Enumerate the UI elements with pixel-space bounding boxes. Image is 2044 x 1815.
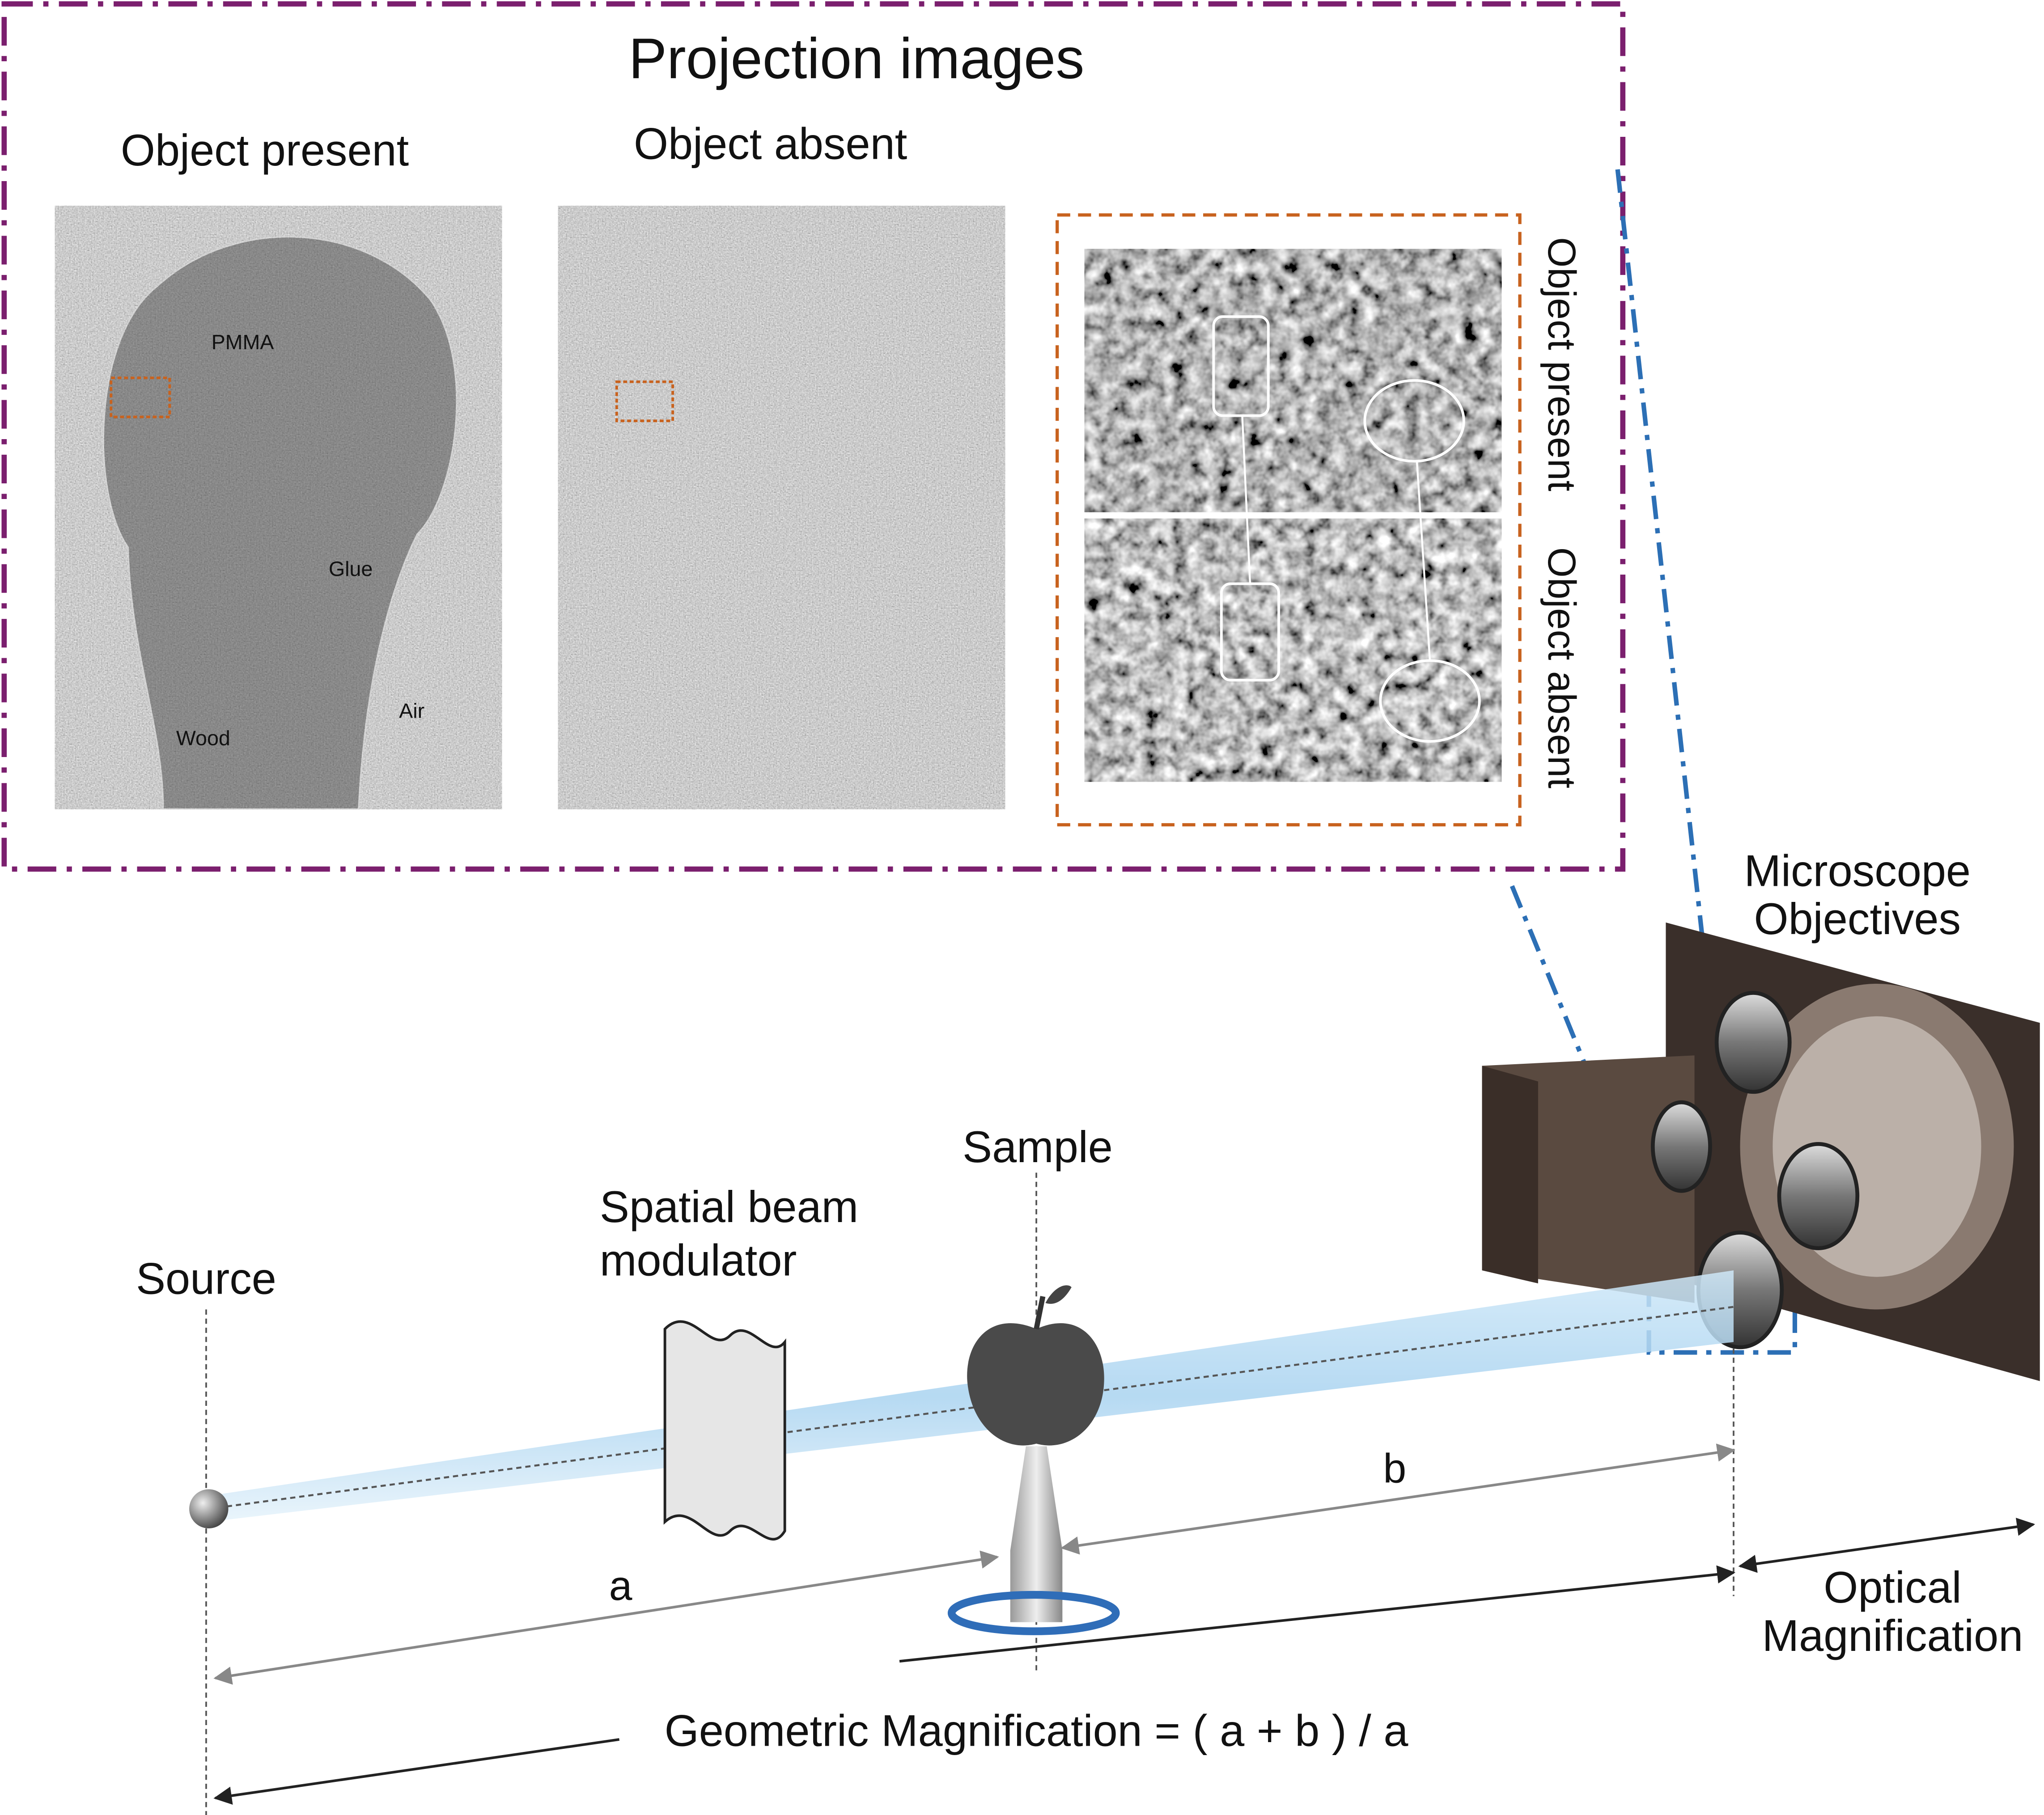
panel-frame	[1, 1, 1626, 872]
source-label: Source	[136, 1253, 276, 1303]
label-glue: Glue	[329, 557, 373, 580]
distance-a-arrow	[213, 1550, 999, 1685]
zoom-absent	[1084, 518, 1502, 783]
optical-magnification-arrow	[1738, 1518, 2036, 1573]
optical-label-line2: Magnification	[1762, 1611, 2023, 1660]
geometric-magnification-formula: Geometric Magnification = ( a + b ) / a	[665, 1706, 1409, 1756]
projection-panel: Projection images Object present Object …	[1, 1, 1626, 872]
zoom-present	[1084, 248, 1502, 513]
zoom-label-present: Object present	[1540, 237, 1584, 491]
zoom-comparison: Object present Object absent	[1056, 213, 1584, 827]
roi-marker	[110, 377, 171, 419]
roi-marker	[615, 380, 674, 423]
panel-title: Projection images	[629, 27, 1085, 91]
spatial-beam-modulator	[663, 1320, 786, 1541]
image-object-present: PMMA Glue Wood Air	[55, 206, 502, 810]
object-absent-heading: Object absent	[634, 118, 907, 168]
label-air: Air	[399, 699, 424, 723]
source-sphere	[189, 1489, 229, 1528]
label-wood: Wood	[176, 727, 230, 750]
label-pmma: PMMA	[212, 330, 274, 354]
distance-a-label: a	[609, 1562, 632, 1609]
image-object-absent	[558, 206, 1005, 809]
distance-b-label: b	[1383, 1445, 1406, 1492]
geometric-arrow-left	[213, 1738, 620, 1805]
sample-apple: Sample	[947, 1122, 1120, 1635]
modulator-label-line1: Spatial beam	[600, 1182, 858, 1231]
geometric-arrow-right	[899, 1565, 1736, 1663]
distance-b-arrow	[1060, 1443, 1736, 1555]
microscope-label-line2: Objectives	[1754, 894, 1961, 943]
modulator-label-line2: modulator	[600, 1235, 797, 1285]
sample-label: Sample	[963, 1122, 1113, 1172]
microscope-objectives: Microscope Objectives	[1482, 846, 2040, 1381]
object-present-heading: Object present	[121, 125, 409, 175]
microscope-label-line1: Microscope	[1744, 846, 1971, 895]
optical-label-line1: Optical	[1823, 1562, 1961, 1612]
optical-axis	[208, 1306, 1734, 1510]
zoom-label-absent: Object absent	[1540, 547, 1584, 788]
